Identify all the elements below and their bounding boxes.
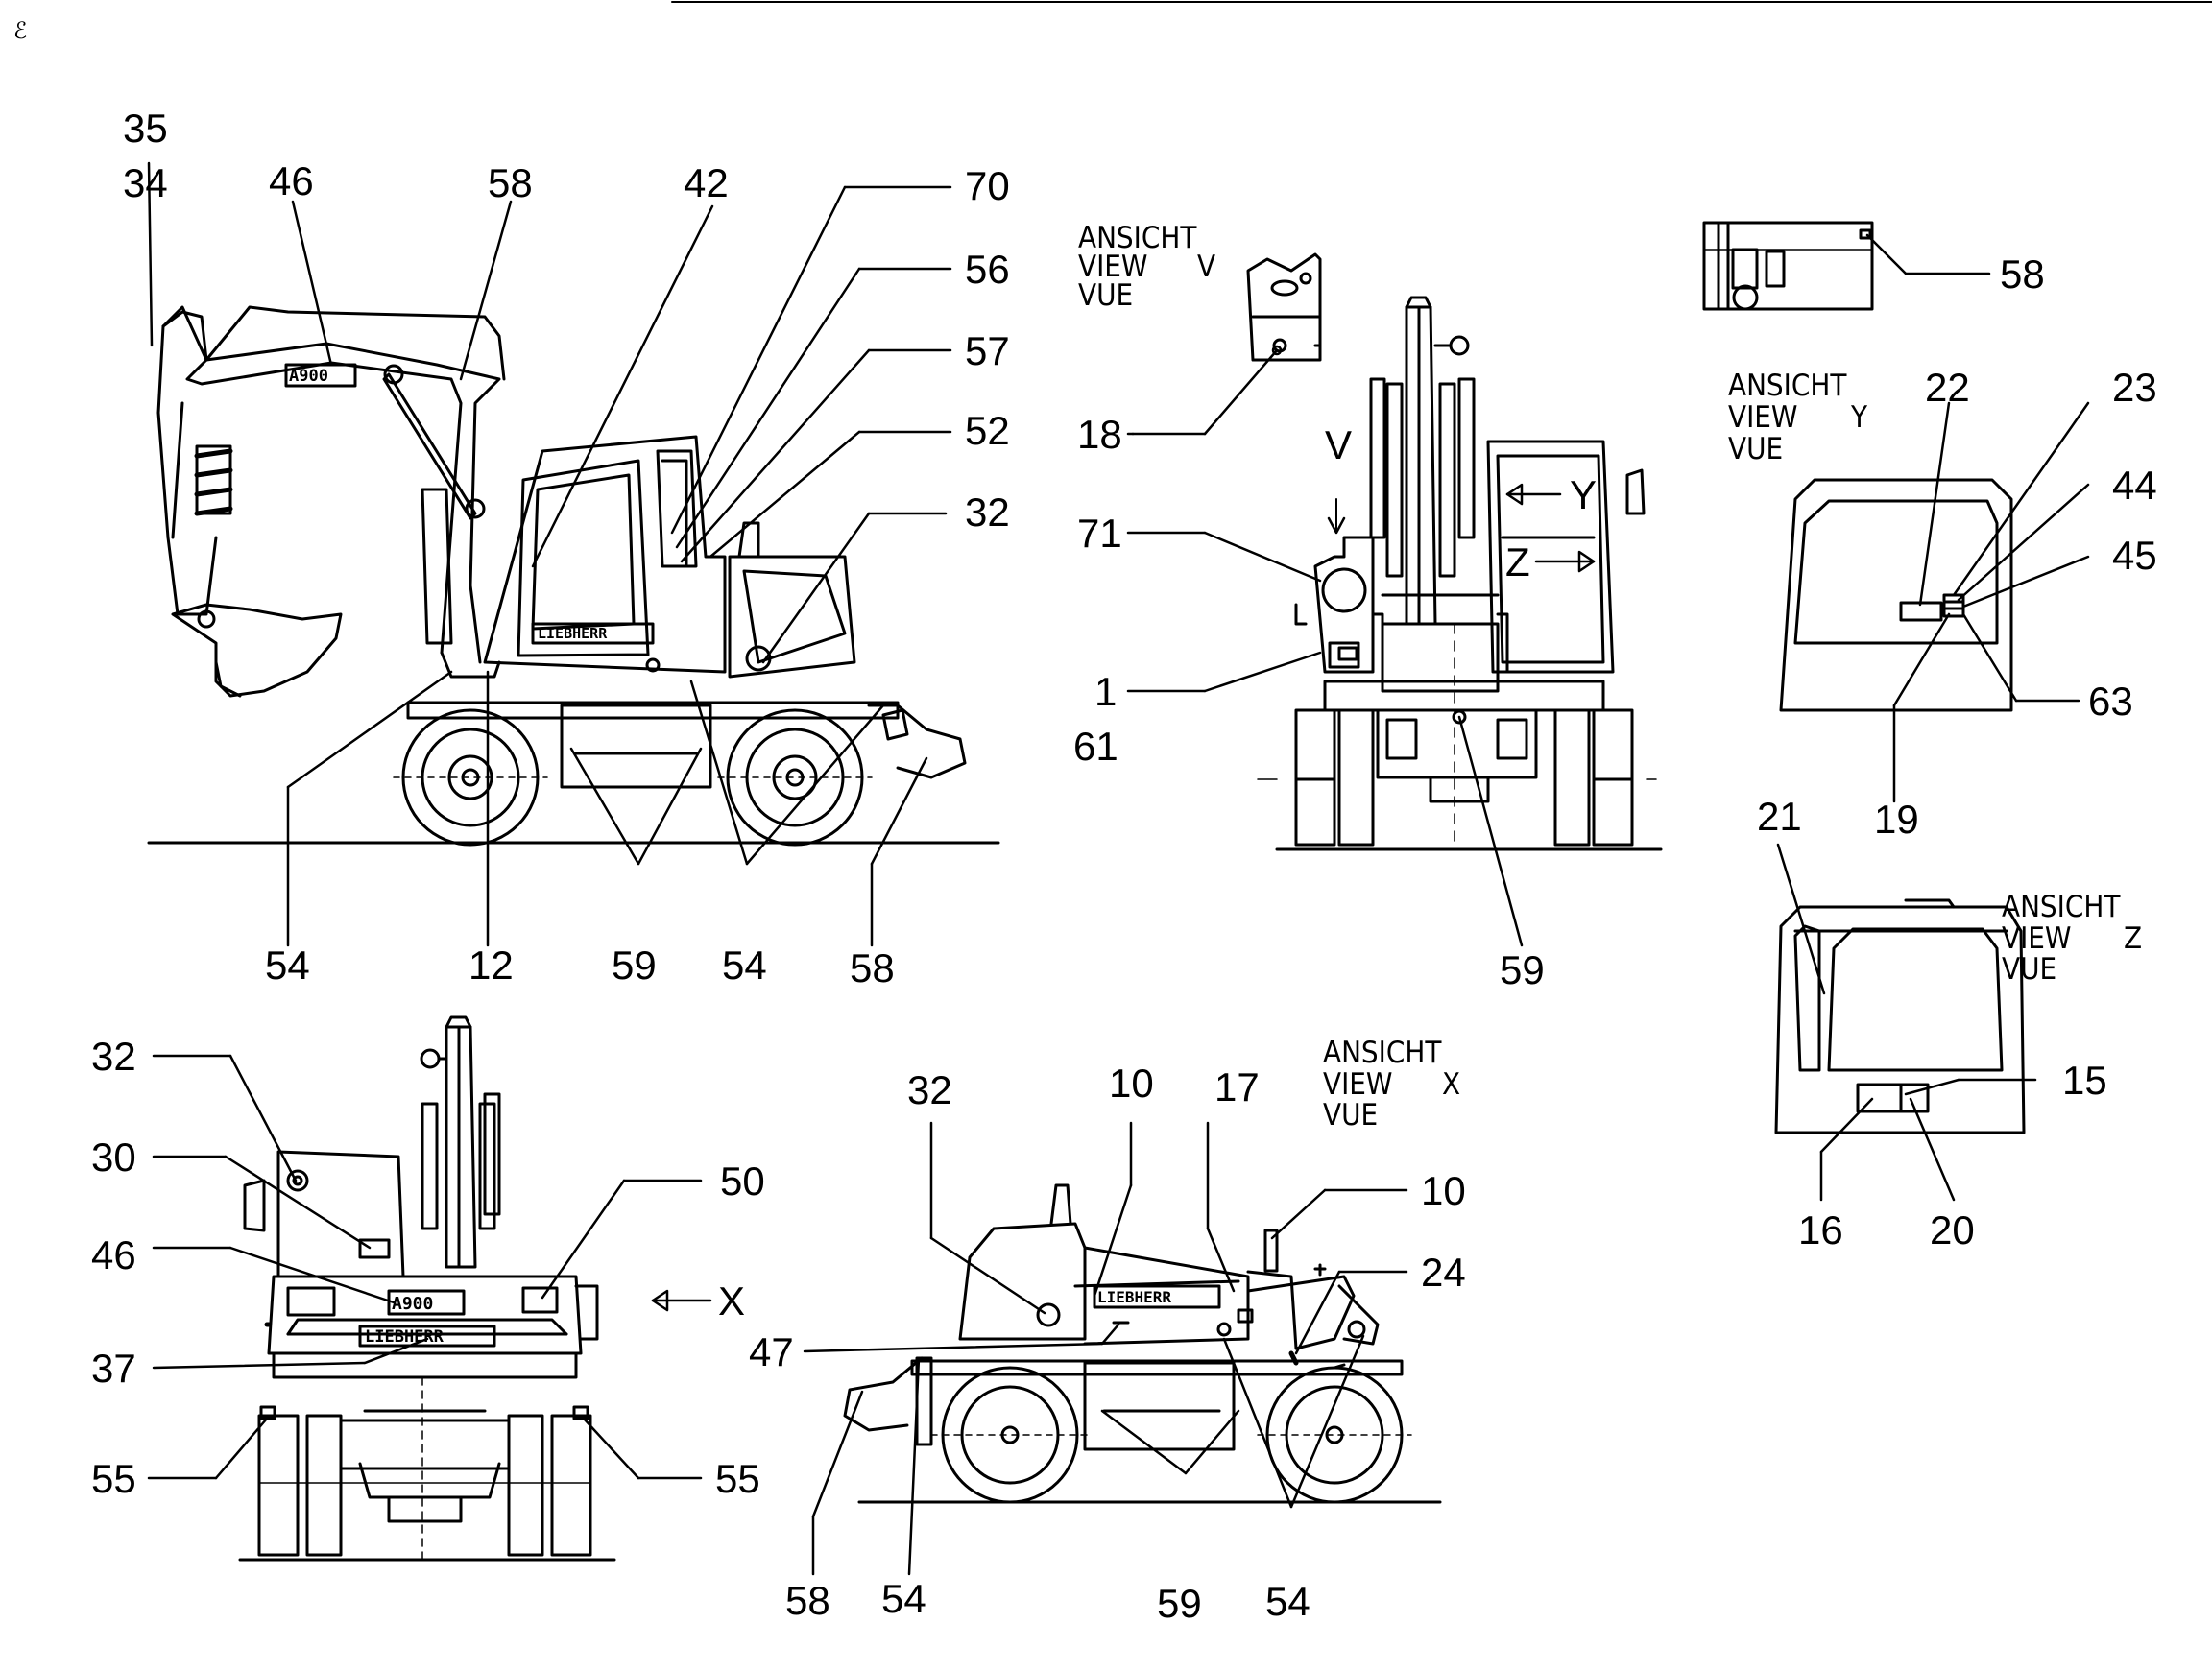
callout-x-10b: 10	[1421, 1168, 1466, 1213]
callout-rear-30: 30	[91, 1134, 136, 1180]
view-z-line3: VUE	[2002, 952, 2056, 987]
view-v-line1: ANSICHT	[1078, 221, 1197, 255]
view-x-line2: VIEW	[1323, 1067, 1393, 1102]
callout-caby-22: 22	[1925, 365, 1970, 410]
view-v-detail	[1246, 252, 1322, 362]
callout-x-54a: 54	[881, 1576, 926, 1621]
callout-x-54b: 54	[1265, 1579, 1310, 1624]
callout-front-61: 61	[1073, 724, 1118, 769]
view-z-line2: VIEW	[2002, 921, 2072, 956]
front-view-leaders	[1126, 345, 1596, 947]
arrow-label-y: Y	[1570, 472, 1597, 517]
callout-rear-55b: 55	[715, 1456, 760, 1501]
arrow-label-v: V	[1325, 422, 1352, 467]
callout-side-34: 34	[123, 160, 168, 205]
view-y-line3: VUE	[1728, 432, 1783, 466]
callout-x-59: 59	[1157, 1581, 1202, 1626]
side-view-drawing: LIEBHERR A900	[147, 305, 1000, 847]
callout-x-32: 32	[907, 1067, 952, 1112]
cab-z-drawing	[1774, 898, 2026, 1134]
view-x-line3: VUE	[1323, 1098, 1378, 1133]
rear-boom-logo: A900	[392, 1294, 433, 1314]
rear-view-drawing: LIEBHERR A900	[238, 1015, 616, 1562]
side-view-leaders	[147, 161, 952, 947]
view-x-machine-logo: LIEBHERR	[1097, 1288, 1171, 1306]
callout-side-42: 42	[684, 160, 729, 205]
view-v-line3: VUE	[1078, 278, 1133, 313]
callout-x-47: 47	[749, 1329, 794, 1374]
cab-y-leaders	[1892, 401, 2090, 803]
callout-caby-45: 45	[2112, 533, 2157, 578]
callout-cabz-20: 20	[1930, 1207, 1975, 1253]
callout-rear-37: 37	[91, 1346, 136, 1391]
callout-rear-32: 32	[91, 1034, 136, 1079]
callout-x-10a: 10	[1109, 1061, 1154, 1106]
callout-front-18: 18	[1077, 412, 1122, 457]
top-detail-leader	[1865, 233, 1991, 275]
boom-logo: A900	[289, 367, 328, 386]
callout-labels: 35 34 46 58 42 70 56 57 52 32 54 12 59 5…	[91, 106, 2157, 1626]
arrow-label-z: Z	[1505, 539, 1530, 585]
callout-side-52: 52	[965, 408, 1010, 453]
view-y-line2: VIEW	[1728, 400, 1798, 435]
callout-caby-23: 23	[2112, 365, 2157, 410]
top-detail-drawing	[1702, 221, 1874, 311]
callout-side-58: 58	[488, 160, 533, 205]
callout-rear-55a: 55	[91, 1456, 136, 1501]
cab-z-leaders	[1776, 843, 2037, 1202]
callout-side-54a: 54	[265, 943, 310, 988]
view-z-line1: ANSICHT	[2002, 890, 2121, 924]
callout-rear-46: 46	[91, 1232, 136, 1277]
callout-cabz-21: 21	[1757, 794, 1802, 839]
view-z-letter: Z	[2124, 921, 2142, 956]
view-x-leaders	[803, 1121, 1408, 1576]
view-x-letter: X	[1442, 1067, 1460, 1102]
callout-side-59: 59	[612, 943, 657, 988]
callout-side-54b: 54	[722, 943, 767, 988]
view-y-letter: Y	[1850, 400, 1868, 435]
callout-cabz-15: 15	[2062, 1058, 2107, 1103]
cab-y-drawing	[1779, 478, 2013, 712]
callout-side-70: 70	[965, 163, 1010, 208]
view-x-line1: ANSICHT	[1323, 1036, 1442, 1070]
callout-side-57: 57	[965, 328, 1010, 373]
view-x-drawing: LIEBHERR	[843, 1183, 1442, 1504]
callout-rear-50: 50	[720, 1158, 765, 1204]
callout-side-46: 46	[269, 158, 314, 203]
view-y-line1: ANSICHT	[1728, 369, 1847, 403]
callout-caby-19: 19	[1874, 797, 1919, 842]
callout-side-58b: 58	[850, 945, 895, 991]
callout-top-58: 58	[2000, 251, 2045, 297]
callout-front-1: 1	[1094, 669, 1117, 714]
callout-cabz-16: 16	[1798, 1207, 1843, 1253]
callout-side-56: 56	[965, 247, 1010, 292]
callout-x-58: 58	[785, 1578, 830, 1623]
callout-side-32: 32	[965, 489, 1010, 535]
callout-caby-44: 44	[2112, 463, 2157, 508]
callout-caby-63: 63	[2088, 679, 2133, 724]
front-view-drawing	[1257, 296, 1663, 851]
callout-front-59: 59	[1500, 947, 1545, 992]
callout-side-35: 35	[123, 106, 168, 151]
rear-view-leaders	[147, 1054, 712, 1480]
arrow-label-x: X	[718, 1278, 745, 1324]
view-v-letter: V	[1197, 250, 1215, 284]
rear-machine-logo: LIEBHERR	[365, 1327, 445, 1347]
side-machine-logo: LIEBHERR	[538, 625, 608, 642]
callout-x-17: 17	[1214, 1064, 1260, 1110]
corner-mark: ℰ	[13, 18, 28, 44]
callout-side-12: 12	[469, 943, 514, 988]
callout-front-71: 71	[1077, 511, 1122, 556]
callout-x-24: 24	[1421, 1250, 1466, 1295]
view-v-line2: VIEW	[1078, 250, 1148, 284]
